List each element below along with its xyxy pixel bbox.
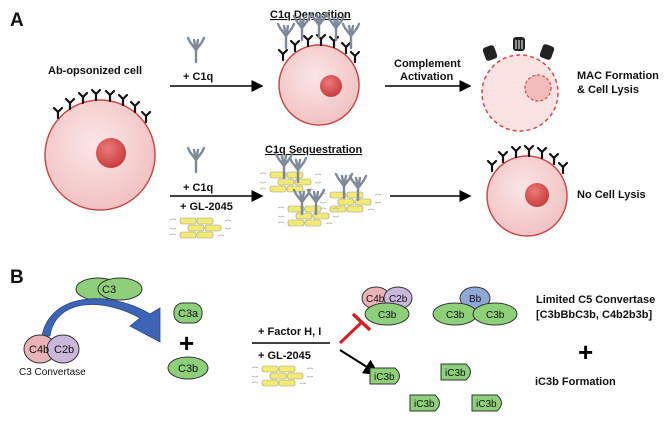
- panel-b-label: B: [10, 267, 24, 288]
- ic3b-label-1: iC3b: [374, 372, 395, 383]
- gl2045-icon-b: [251, 365, 314, 387]
- c3a-label: C3a: [178, 308, 199, 320]
- factor-hi-label: + Factor H, I: [258, 326, 321, 338]
- plus-c1q-bottom: + C1q: [183, 182, 213, 194]
- limited-c5-label-1: Limited C5 Convertase: [536, 294, 655, 306]
- ic3b-formation-label: iC3b Formation: [535, 376, 616, 388]
- c3-label: C3: [102, 284, 116, 296]
- c4b-label-left: C4b: [29, 344, 49, 356]
- c2b-label-left: C2b: [54, 344, 74, 356]
- ic3b-fragment-1: iC3b: [369, 367, 400, 385]
- c1q-sequestration-complexes: [259, 152, 382, 227]
- ab-opsonized-cell-label: Ab-opsonized cell: [48, 65, 142, 77]
- ic3b-fragment-3: iC3b: [409, 394, 440, 412]
- complement-activation-label-1: Complement: [394, 58, 461, 70]
- complement-activation-label-2: Activation: [400, 71, 453, 83]
- c3b-label-complex2b: C3b: [486, 310, 505, 321]
- c1q-sequestration-title: C1q Sequestration: [265, 144, 362, 156]
- c3b-label-center: C3b: [178, 363, 198, 375]
- c3b-molecule: C3b: [167, 356, 209, 380]
- c3bbbc3b-complex: Bb C3b C3b: [432, 286, 518, 326]
- c1q-icon-bottom: [186, 146, 206, 174]
- c3-convertase-label: C3 Convertase: [19, 367, 86, 378]
- plus-gl2045-b: + GL-2045: [258, 350, 311, 362]
- plus-sign-right: +: [578, 337, 593, 367]
- limited-c5-label-2: [C3bBbC3b, C4b2b3b]: [536, 309, 652, 321]
- no-cell-lysis-label: No Cell Lysis: [577, 189, 646, 201]
- plus-sign-c3: +: [179, 328, 194, 358]
- c2b-label-right: C2b: [389, 294, 408, 305]
- c3-convertase-molecule: C4b C2b: [23, 334, 80, 364]
- mac-pore-icon: [482, 37, 555, 61]
- c3b-label-complex2a: C3b: [446, 310, 465, 321]
- lysed-cell: [481, 37, 559, 132]
- cleavage-arrow: [41, 298, 161, 343]
- c4b2b3b-complex: C4b C2b C3b: [361, 286, 413, 326]
- panel-a-label: A: [10, 10, 24, 31]
- ab-opsonized-cell: [44, 88, 156, 211]
- plus-c1q-top: + C1q: [183, 71, 213, 83]
- ic3b-fragment-2: iC3b: [440, 363, 471, 381]
- c1q-icon-top: [186, 36, 206, 64]
- c3-molecule: C3: [75, 277, 143, 301]
- c4b-label-right: C4b: [366, 294, 385, 305]
- c1q-deposition-cell: [276, 11, 361, 126]
- mac-formation-label-1: MAC Formation: [577, 70, 659, 82]
- bb-label: Bb: [469, 294, 482, 305]
- ic3b-fragment-4: iC3b: [471, 394, 502, 412]
- c3b-label-complex1: C3b: [378, 310, 397, 321]
- ic3b-label-3: iC3b: [414, 399, 435, 410]
- c3a-molecule: C3a: [173, 302, 203, 324]
- ic3b-label-4: iC3b: [476, 399, 497, 410]
- mac-formation-label-2: & Cell Lysis: [577, 84, 639, 96]
- plus-gl2045-a: + GL-2045: [180, 201, 233, 213]
- inhibition-bar: [351, 312, 372, 332]
- inhibition-line: [338, 320, 364, 345]
- intact-cell: [486, 144, 569, 237]
- ic3b-label-2: iC3b: [445, 368, 466, 379]
- gl2045-icon-a: [169, 217, 232, 239]
